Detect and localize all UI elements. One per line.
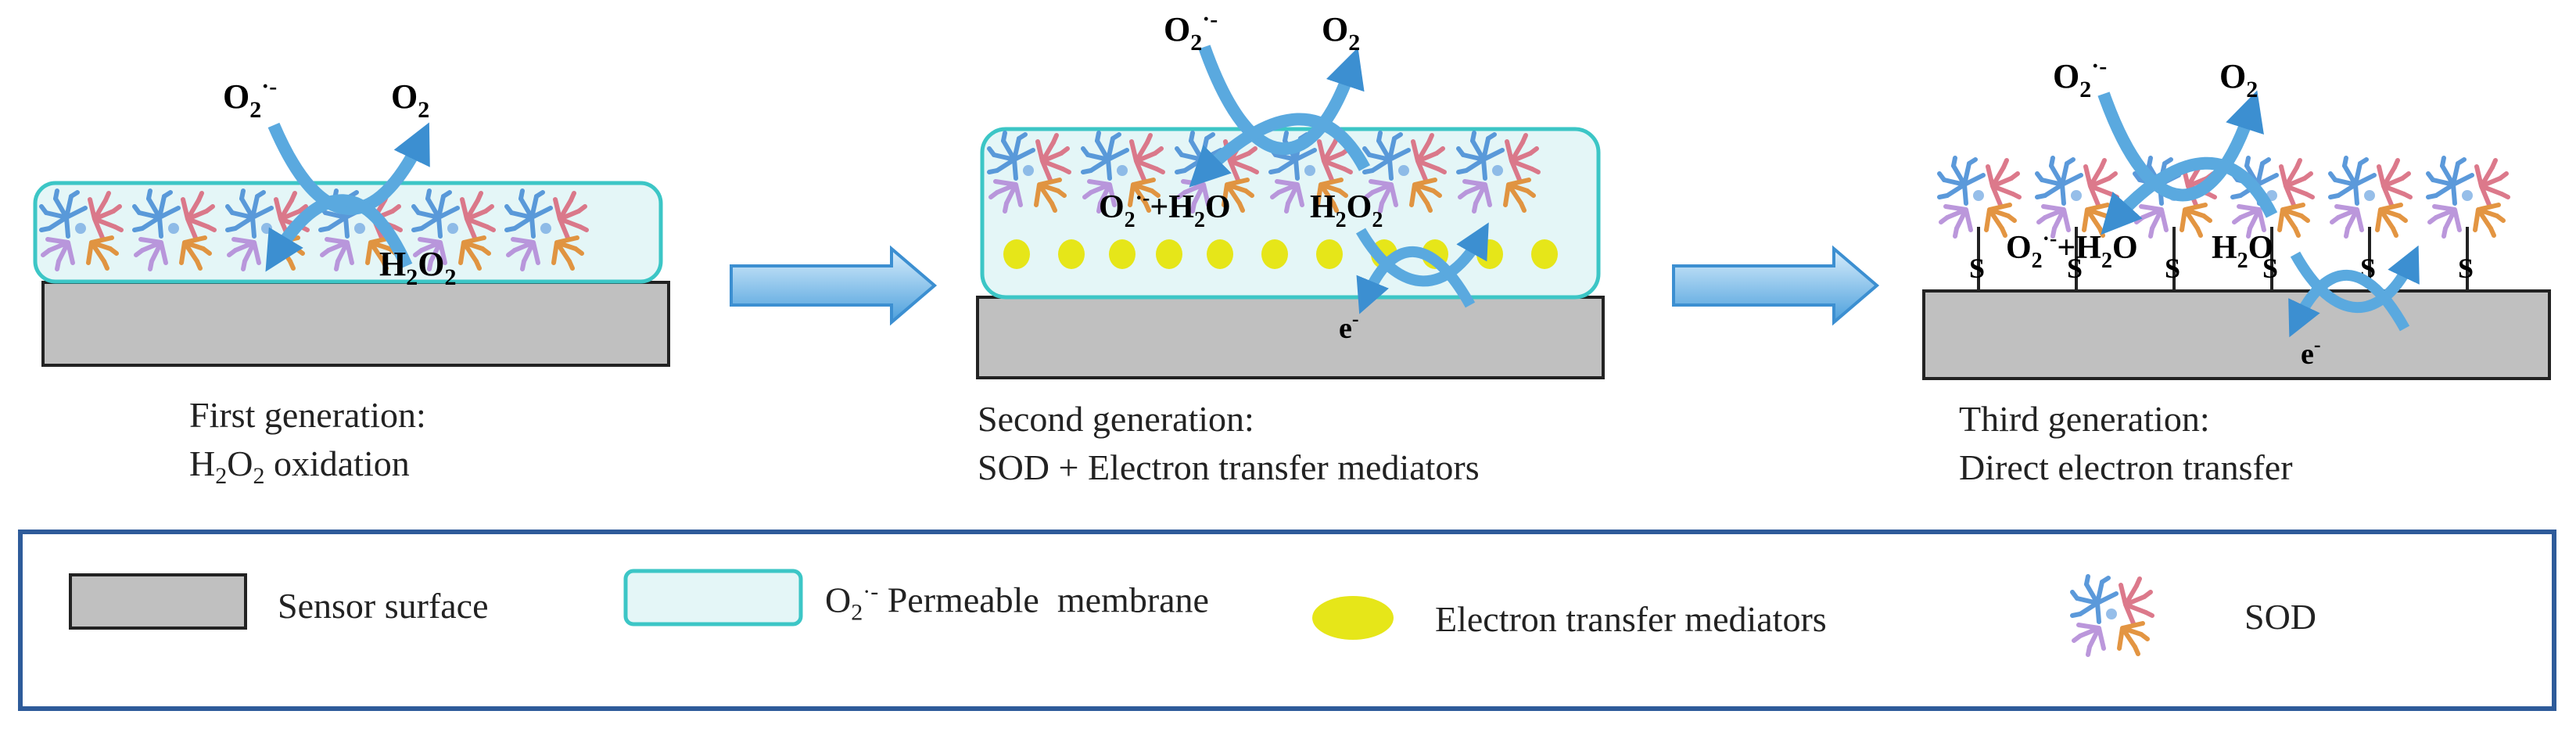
legend-mediators-label: Electron transfer mediators: [1435, 599, 1827, 639]
caption-subtitle: Direct electron transfer: [1959, 447, 2293, 487]
thiol-linkers: [1977, 227, 2469, 291]
caption-subtitle: SOD + Electron transfer mediators: [978, 447, 1480, 487]
oxygen-label: O2: [391, 77, 429, 123]
h2o-label: H2O: [2212, 230, 2273, 273]
caption-subtitle: H2O2 oxidation: [189, 443, 410, 490]
generation-arrow: [1672, 245, 1880, 326]
curved-arrow: [2288, 269, 2410, 338]
caption-title: First generation:: [189, 395, 426, 435]
generation-arrow: [730, 245, 938, 326]
legend-membrane-label: O2·- Permeable membrane: [825, 579, 1209, 626]
sod-enzyme: [2428, 158, 2508, 236]
legend-sensor-label: Sensor surface: [278, 586, 489, 626]
electron-label: e-: [2301, 333, 2321, 371]
superoxide-label: O2·-: [1164, 6, 1218, 56]
curved-arrow: [2101, 156, 2278, 235]
legend-sensor-swatch: [69, 573, 247, 630]
curved-arrow: [265, 194, 413, 272]
caption-title: Third generation:: [1959, 399, 2210, 439]
curved-arrow: [1356, 246, 1476, 314]
legend: [18, 530, 2556, 711]
oxygen-label: O2: [2219, 57, 2258, 102]
mediator-dot: [1156, 239, 1182, 269]
curved-arrow: [2290, 245, 2420, 314]
mediator-dot: [1316, 239, 1343, 269]
sulfur-label: S: [1969, 253, 1985, 284]
sensor-surface: [1922, 289, 2551, 380]
mediator-dot: [1003, 239, 1030, 269]
mediator-dot: [1261, 239, 1288, 269]
curved-arrow: [1189, 113, 1371, 188]
oxygen-label: O2: [1322, 10, 1360, 56]
sod-enzyme: [2233, 158, 2312, 236]
curved-arrow: [2097, 90, 2264, 202]
sod-enzyme: [1939, 158, 2019, 236]
caption-third-generation: Third generation: Direct electron transf…: [1959, 395, 2293, 492]
mediator-dot: [1531, 239, 1558, 269]
sulfur-label: S: [2262, 253, 2278, 284]
electron-label: e-: [1339, 307, 1359, 345]
sensor-surface: [41, 281, 670, 367]
h2o2-label: H2O2: [1310, 189, 1383, 232]
caption-second-generation: Second generation: SOD + Electron transf…: [978, 395, 1480, 492]
mediator-row: [1003, 239, 1558, 269]
h2o2-label: H2O2: [379, 245, 456, 290]
mediator-dot: [1058, 239, 1085, 269]
legend-mediator-swatch: [1312, 596, 1394, 640]
reactant-label: O2·-+H2O: [1099, 186, 1231, 232]
mediator-dot: [1207, 239, 1233, 269]
superoxide-label: O2·-: [223, 74, 277, 123]
sod-enzyme: [2037, 158, 2117, 236]
curved-arrow: [1198, 45, 1365, 156]
sulfur-label: S: [2165, 253, 2180, 284]
panel-third-generation: S S S S S S O2·- O2 O2·-+H2O H2O: [1922, 53, 2551, 380]
curved-arrow: [267, 122, 430, 215]
reactant-label: O2·-+H2O: [2006, 227, 2138, 273]
curved-arrow: [1355, 222, 1489, 287]
sulfur-label: S: [2067, 253, 2083, 284]
mediator-dot: [1109, 239, 1136, 269]
panel-first-generation: O2·- O2 H2O2: [33, 74, 670, 367]
caption-first-generation: First generation: H2O2 oxidation: [189, 391, 426, 501]
caption-title: Second generation:: [978, 399, 1254, 439]
legend-membrane-swatch: [623, 569, 803, 626]
sulfur-label: S: [2458, 253, 2474, 284]
sod-enzyme: [2330, 158, 2410, 236]
sensor-surface: [976, 296, 1605, 379]
superoxide-label: O2·-: [2053, 53, 2107, 102]
legend-sod-label: SOD: [2244, 597, 2317, 637]
panel-second-generation: O2·- O2 O2·-+H2O H2O2 e-: [976, 6, 1605, 379]
